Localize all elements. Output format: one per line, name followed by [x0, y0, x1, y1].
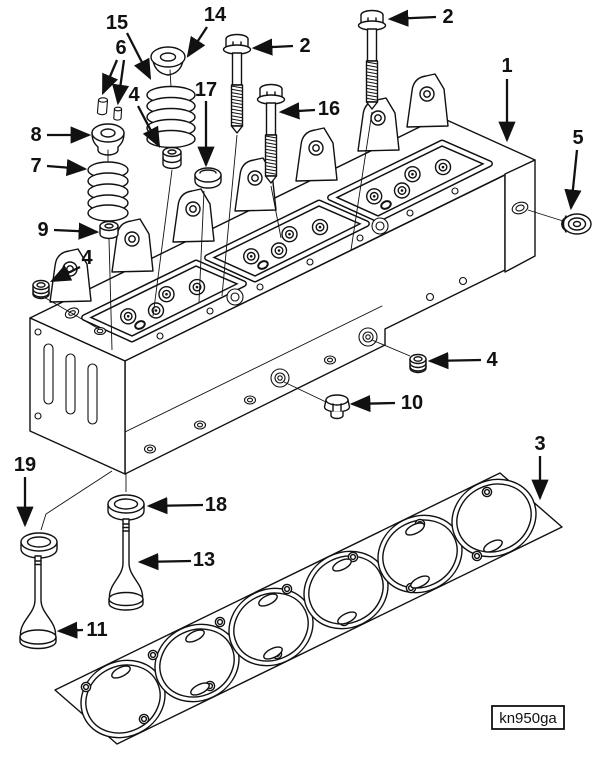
svg-text:19: 19 [14, 454, 36, 476]
head-front-rib [124, 305, 383, 433]
valve-collets [96, 97, 123, 121]
callout-4-right: 4 [427, 349, 498, 371]
fasteners [32, 9, 592, 420]
callout-1: 1 [498, 55, 516, 143]
head-right-end-face [504, 159, 536, 273]
figure-code-label: kn950ga [499, 710, 557, 727]
svg-text:16: 16 [318, 98, 340, 120]
svg-text:14: 14 [204, 4, 227, 26]
head-left-face-slots [34, 328, 98, 425]
svg-text:2: 2 [299, 35, 310, 57]
callout-18: 18 [146, 494, 227, 516]
spring-retainer-14 [150, 46, 186, 76]
svg-text:9: 9 [37, 219, 48, 241]
svg-text:10: 10 [401, 392, 423, 414]
callout-7: 7 [30, 155, 88, 177]
callout-16: 16 [278, 98, 340, 120]
valve-stem-bosses [119, 158, 452, 330]
svg-text:17: 17 [195, 79, 217, 101]
callouts: 15 14 6 4 17 2 2 16 [14, 4, 584, 641]
cylinder-head [29, 73, 536, 475]
head-bolt-2-left [222, 33, 252, 134]
callout-17: 17 [195, 79, 217, 168]
callout-6: 6 [101, 37, 130, 106]
callout-3: 3 [531, 433, 549, 501]
tappet-17 [194, 167, 222, 189]
svg-text:18: 18 [205, 494, 227, 516]
valve-train-parts [87, 46, 222, 240]
valve-spring-7 [87, 161, 129, 222]
spring-retainer-8 [91, 123, 125, 156]
svg-text:13: 13 [193, 549, 215, 571]
callout-2-left: 2 [251, 35, 311, 57]
head-front-bosses [143, 276, 468, 454]
threaded-plug-5 [561, 213, 592, 235]
callout-15: 15 [106, 12, 152, 81]
threaded-plug-hole [511, 201, 529, 215]
callout-19: 19 [14, 454, 36, 528]
callout-11: 11 [56, 619, 108, 641]
figure-code-box [491, 705, 565, 730]
valve-stem-seal-4 [162, 146, 182, 170]
svg-text:2: 2 [442, 6, 453, 28]
head-deck-holes [64, 187, 459, 340]
callout-14: 14 [186, 4, 227, 58]
svg-text:1: 1 [501, 55, 512, 77]
projection-lines [40, 111, 564, 531]
valves-and-seals [19, 494, 145, 650]
callout-13: 13 [137, 549, 215, 571]
svg-text:5: 5 [572, 127, 583, 149]
svg-text:6: 6 [115, 37, 126, 59]
svg-text:4: 4 [81, 247, 93, 269]
cup-plug-4-right [409, 353, 427, 374]
valve-seal-18 [107, 494, 145, 521]
callout-5: 5 [564, 127, 584, 211]
valve-13 [108, 518, 144, 611]
spring-seat-9 [99, 220, 119, 240]
svg-text:4: 4 [486, 349, 498, 371]
svg-text:4: 4 [128, 84, 140, 106]
callout-9: 9 [37, 219, 100, 241]
head-left-face [29, 317, 126, 475]
hex-plug-10 [323, 394, 351, 420]
svg-text:15: 15 [106, 12, 128, 34]
callout-4-seal: 4 [128, 84, 161, 149]
cup-plug-4-left [32, 279, 50, 300]
svg-text:11: 11 [86, 619, 107, 641]
valve-11 [19, 555, 57, 650]
callout-4-left: 4 [49, 247, 93, 283]
head-bolt-2-right [357, 9, 387, 110]
head-gasket [54, 464, 563, 753]
svg-text:3: 3 [534, 433, 545, 455]
svg-text:7: 7 [30, 155, 41, 177]
svg-text:8: 8 [30, 124, 41, 146]
figure-code: kn950ga [491, 705, 565, 730]
callout-10: 10 [349, 392, 423, 414]
callout-2-right: 2 [387, 6, 454, 28]
valve-seal-19 [20, 532, 58, 559]
callout-8: 8 [30, 124, 92, 146]
